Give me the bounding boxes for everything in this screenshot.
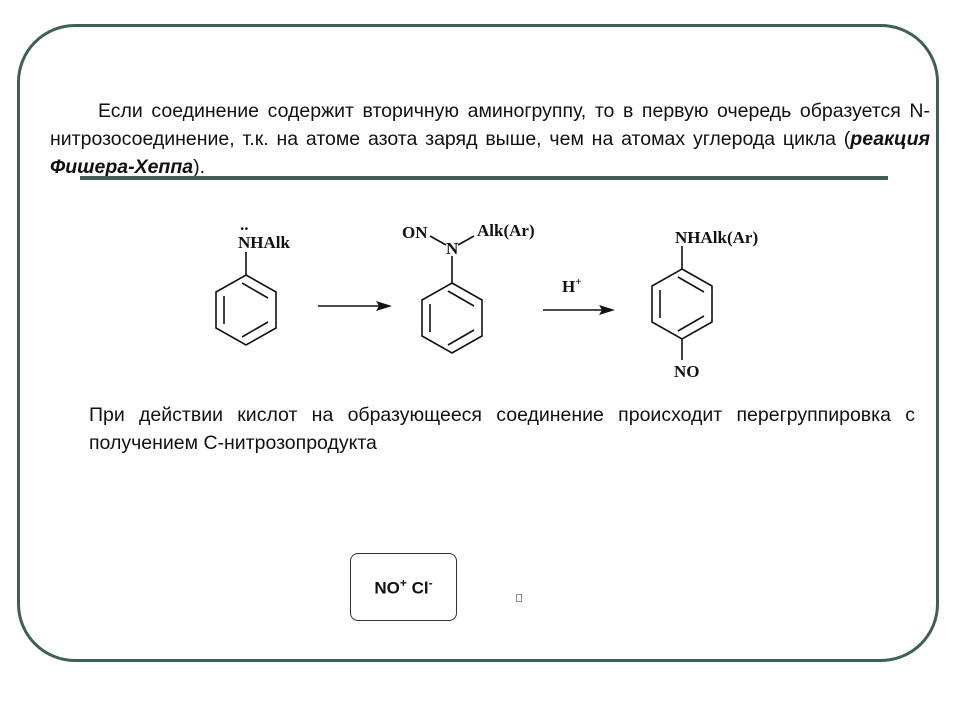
reagent-no-charge: + — [399, 575, 407, 590]
reagent-cl: Cl — [411, 578, 429, 598]
on-n-bond — [429, 235, 447, 246]
reactant-label: NHAlk — [238, 233, 291, 252]
intro-text: Если соединение содержит вторичную амино… — [50, 100, 930, 150]
arrow-head-1 — [376, 301, 392, 311]
intermediate-on-label: ON — [402, 223, 428, 242]
reactant-double-bond — [241, 321, 269, 338]
intro-text-end: ). — [193, 156, 206, 178]
reaction-name: реакция Фишера-Хеппа — [50, 128, 930, 178]
intermediate-double-bond — [447, 290, 475, 307]
intermediate-benzene-ring — [421, 282, 483, 354]
lone-pair: .. — [240, 215, 249, 234]
intermediate-double-bond — [447, 329, 475, 346]
reagent-no: NO — [374, 578, 400, 598]
slide-frame — [17, 24, 939, 662]
rearrangement-paragraph: При действии кислот на образующееся соед… — [89, 404, 915, 454]
intro-paragraph: Если соединение содержит вторичную амино… — [50, 97, 930, 181]
placeholder-glyph — [516, 594, 522, 602]
catalyst-label: H+ — [562, 276, 582, 296]
n-alk-bond — [457, 235, 475, 246]
catalyst-h: H — [562, 277, 575, 296]
intermediate-alk-label: Alk(Ar) — [477, 221, 535, 240]
product-bottom-label: NO — [674, 362, 700, 381]
catalyst-plus: + — [575, 276, 581, 288]
divider-line — [80, 176, 888, 180]
reagent-box: NO+ Cl- — [350, 553, 457, 621]
product-top-label: NHAlk(Ar) — [675, 228, 758, 247]
intermediate-n-label: N — [446, 239, 459, 258]
reagent-cl-charge: - — [428, 575, 433, 590]
reagent-formula: NO+ Cl- — [374, 576, 432, 599]
product-double-bond — [677, 315, 705, 332]
reactant-benzene-ring — [215, 274, 277, 346]
arrow-head-2 — [599, 305, 615, 315]
product-double-bond — [677, 276, 705, 293]
reactant-double-bond — [241, 282, 269, 299]
